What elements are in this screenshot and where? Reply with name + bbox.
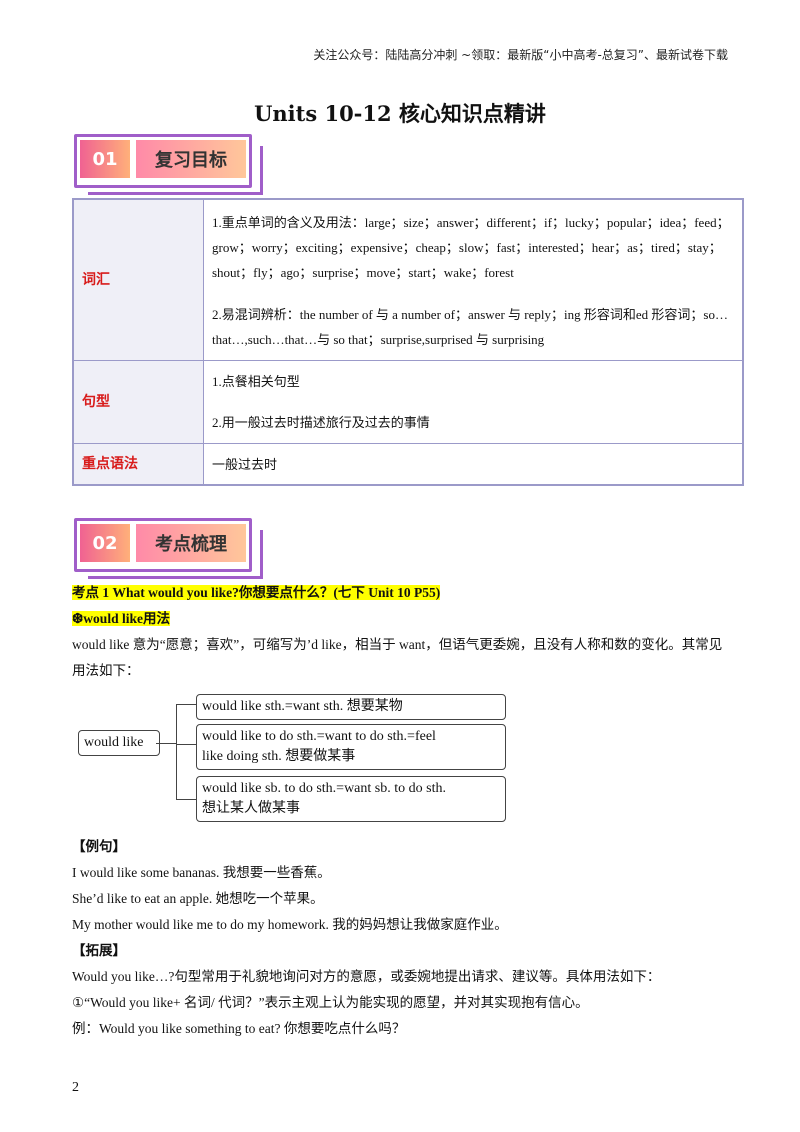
section-number: 01 bbox=[80, 140, 130, 178]
example-2: She’d like to eat an apple. 她想吃一个苹果。 bbox=[72, 891, 324, 906]
usage-desc: would like 意为“愿意；喜欢”，可缩写为’d like，相当于 wan… bbox=[72, 637, 723, 678]
example-3: My mother would like me to do my homewor… bbox=[72, 917, 508, 932]
grammar-label: 重点语法 bbox=[72, 443, 204, 486]
vocab-item-1: 1.重点单词的含义及用法：large；size；answer；different… bbox=[212, 214, 730, 280]
extend-1: Would you like…?句型常用于礼貌地询问对方的意愿，或委婉地提出请求… bbox=[72, 969, 661, 984]
would-like-diagram: would like would like sth.=want sth. 想要某… bbox=[72, 688, 512, 828]
section-label: 考点梳理 bbox=[136, 524, 246, 562]
diagram-branch-3: would like sb. to do sth.=want sb. to do… bbox=[196, 776, 506, 822]
examples-label: 【例句】 bbox=[72, 839, 126, 854]
sentence-label: 句型 bbox=[72, 360, 204, 444]
diagram-root: would like bbox=[78, 730, 160, 756]
section-banner-points: 02 考点梳理 bbox=[74, 518, 263, 579]
usage-title: ❆would like用法 bbox=[72, 611, 170, 626]
point1-title: 考点 1 What would you like?你想要点什么？(七下 Unit… bbox=[72, 585, 441, 600]
extend-label: 【拓展】 bbox=[72, 943, 126, 958]
page-number: 2 bbox=[72, 1080, 79, 1095]
sentence-item-2: 2.用一般过去时描述旅行及过去的事情 bbox=[212, 415, 430, 430]
diagram-branch-1: would like sth.=want sth. 想要某物 bbox=[196, 694, 506, 720]
grammar-item: 一般过去时 bbox=[203, 443, 744, 486]
vocab-item-2: 2.易混词辨析：the number of 与 a number of；answ… bbox=[212, 307, 728, 347]
review-goals-table: 词汇 1.重点单词的含义及用法：large；size；answer；differ… bbox=[72, 198, 744, 486]
sentence-items: 1.点餐相关句型 2.用一般过去时描述旅行及过去的事情 bbox=[203, 360, 744, 444]
vocab-label: 词汇 bbox=[72, 198, 204, 361]
sentence-item-1: 1.点餐相关句型 bbox=[212, 374, 300, 389]
section-banner-goals: 01 复习目标 bbox=[74, 134, 263, 195]
extend-2: ①“Would you like+ 名词/ 代词？”表示主观上认为能实现的愿望，… bbox=[72, 995, 589, 1010]
extend-3: 例：Would you like something to eat? 你想要吃点… bbox=[72, 1021, 406, 1036]
header-note: 关注公众号：陆陆高分冲刺 ~领取：最新版“小中高考-总复习”、最新试卷下载 bbox=[313, 48, 728, 62]
section-number: 02 bbox=[80, 524, 130, 562]
example-1: I would like some bananas. 我想要一些香蕉。 bbox=[72, 865, 331, 880]
section-label: 复习目标 bbox=[136, 140, 246, 178]
page-title: Units 10-12 核心知识点精讲 bbox=[254, 101, 546, 126]
diagram-branch-2: would like to do sth.=want to do sth.=fe… bbox=[196, 724, 506, 770]
